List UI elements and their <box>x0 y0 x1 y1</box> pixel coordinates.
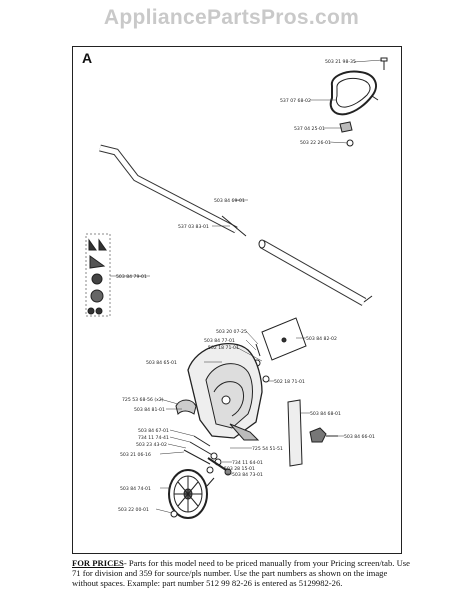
pn-washer-r: 725 54 51-51 <box>252 446 283 452</box>
pn-guard-washer-b: 502 18 71-01 <box>274 379 305 385</box>
clamp-part <box>339 121 354 147</box>
pn-clamp: 537 04 25-01 <box>294 126 325 132</box>
leader-lines <box>110 59 383 514</box>
pn-bolt-1: 503 84 67-01 <box>138 428 169 434</box>
pn-bracket-b: 503 84 81-01 <box>134 407 165 413</box>
site-watermark: AppliancePartsPros.com <box>103 6 360 29</box>
pn-shaft-upper-b: 537 03 83-01 <box>178 224 209 230</box>
upper-shaft-part <box>99 144 247 237</box>
handle-loop-part <box>329 70 379 116</box>
decal-sheet-part <box>85 233 111 317</box>
pn-bolt-2: 734 11 74-41 <box>138 435 169 441</box>
pn-guard-bolt: 503 84 77-01 <box>204 338 235 344</box>
diagram-frame <box>72 46 402 554</box>
pn-shaft-upper-a: 503 84 69-01 <box>214 198 245 204</box>
shoe-plate-part <box>287 399 303 467</box>
pn-nut-1: 734 11 64-01 <box>232 460 263 466</box>
pn-bolt-3: 503 23 43-02 <box>136 442 167 448</box>
pricing-footer-note: FOR PRICES- Parts for this model need to… <box>72 558 412 588</box>
pn-decal-sheet: 503 84 79-01 <box>116 274 147 280</box>
bolt-cluster <box>183 435 232 476</box>
footer-text: - Parts for this model need to be priced… <box>72 558 410 588</box>
pn-guard-washer: 502 18 71-01 <box>208 345 239 351</box>
pn-wheel: 503 84 74-01 <box>120 486 151 492</box>
blade-part <box>261 317 307 361</box>
bracket-part <box>175 399 197 415</box>
pn-guard-body: 503 84 65-01 <box>146 360 177 366</box>
pn-guard-screw: 503 20 07-25 <box>216 329 247 335</box>
pn-blade: 503 84 82-02 <box>306 336 337 342</box>
pn-knob: 503 84 66-01 <box>344 434 375 440</box>
footer-lead: FOR PRICES <box>72 558 124 568</box>
pn-nut-handle: 503 22 26-01 <box>300 140 331 146</box>
pn-nut-3: 503 84 73-01 <box>232 472 263 478</box>
screw-part <box>380 57 388 70</box>
pn-shoe: 503 84 68-01 <box>310 411 341 417</box>
pn-handle-loop: 537 07 68-02 <box>280 98 311 104</box>
wheel-part <box>168 469 215 519</box>
guard-body-part <box>187 342 263 441</box>
pn-screw-top: 503 21 98-35 <box>325 59 356 65</box>
pn-bolt-4: 503 21 06-16 <box>120 452 151 458</box>
part-number-labels: 503 21 98-35 537 07 68-02 537 04 25-01 5… <box>116 59 375 513</box>
pn-wheel-cap: 503 22 00-01 <box>118 507 149 513</box>
lower-shaft-part <box>258 239 373 306</box>
pn-nut-2: 503 28 15-01 <box>224 466 255 472</box>
section-letter: A <box>82 50 93 66</box>
knob-part <box>309 427 338 443</box>
pn-bracket: 725 53 68-56 (x2) <box>122 397 164 403</box>
